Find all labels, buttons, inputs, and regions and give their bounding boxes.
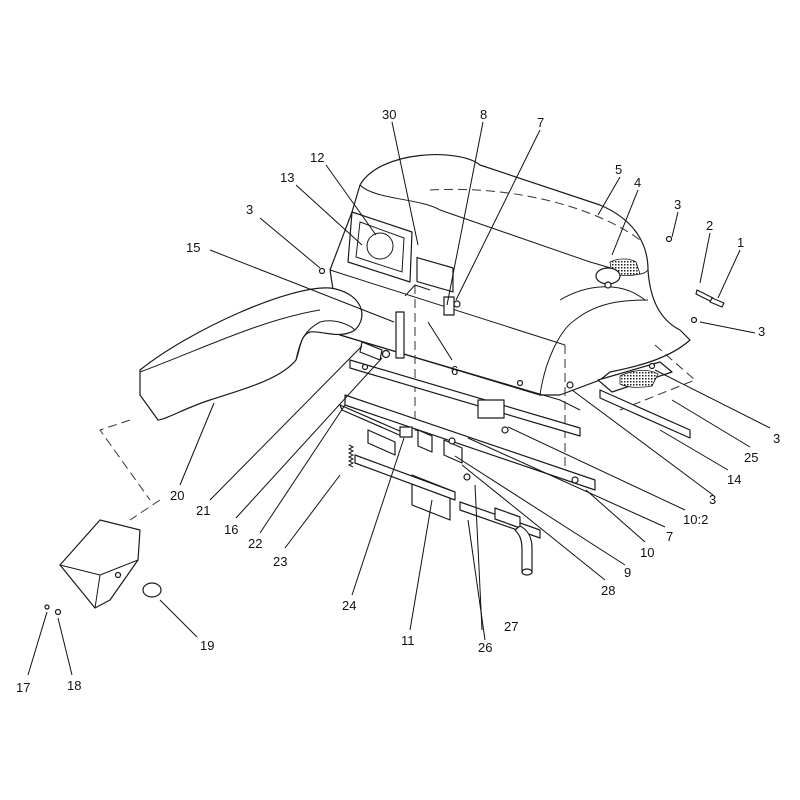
callout-3: 3 [709, 492, 716, 507]
linkage-assembly [318, 235, 725, 576]
callout-17: 17 [16, 680, 30, 695]
frame-rails [344, 359, 691, 491]
callout-12: 12 [310, 150, 324, 165]
callout-3: 3 [758, 324, 765, 339]
hood-body [329, 154, 691, 411]
callout-6: 6 [451, 363, 458, 378]
callout-8: 8 [480, 107, 487, 122]
fender [139, 287, 363, 421]
callout-7: 7 [537, 115, 544, 130]
leader-lines [27, 121, 771, 676]
callout-10-2: 10:2 [683, 512, 708, 527]
callout-15: 15 [186, 240, 200, 255]
callout-16: 16 [224, 522, 238, 537]
callout-22: 22 [248, 536, 262, 551]
phantom-outlines [99, 188, 696, 521]
callout-19: 19 [200, 638, 214, 653]
callout-23: 23 [273, 554, 287, 569]
callout-11: 11 [401, 633, 415, 648]
callout-3: 3 [674, 197, 681, 212]
callout-1: 1 [737, 235, 744, 250]
callout-18: 18 [67, 678, 81, 693]
callout-5: 5 [615, 162, 622, 177]
callout-14: 14 [727, 472, 741, 487]
callout-2: 2 [706, 218, 713, 233]
callout-24: 24 [342, 598, 356, 613]
callout-30: 30 [382, 107, 396, 122]
callout-25: 25 [744, 450, 758, 465]
callout-28: 28 [601, 583, 615, 598]
callout-3: 3 [246, 202, 253, 217]
callout-4: 4 [634, 175, 641, 190]
callout-20: 20 [170, 488, 184, 503]
rear-cover [44, 519, 162, 616]
callout-13: 13 [280, 170, 294, 185]
callout-9: 9 [624, 565, 631, 580]
callout-7: 7 [666, 529, 673, 544]
callout-10: 10 [640, 545, 654, 560]
callout-21: 21 [196, 503, 210, 518]
callout-labels: 30 8 7 12 5 13 4 3 3 2 1 15 3 6 3 25 14 … [16, 107, 780, 695]
callout-26: 26 [478, 640, 492, 655]
callout-27: 27 [504, 619, 518, 634]
callout-3: 3 [773, 431, 780, 446]
